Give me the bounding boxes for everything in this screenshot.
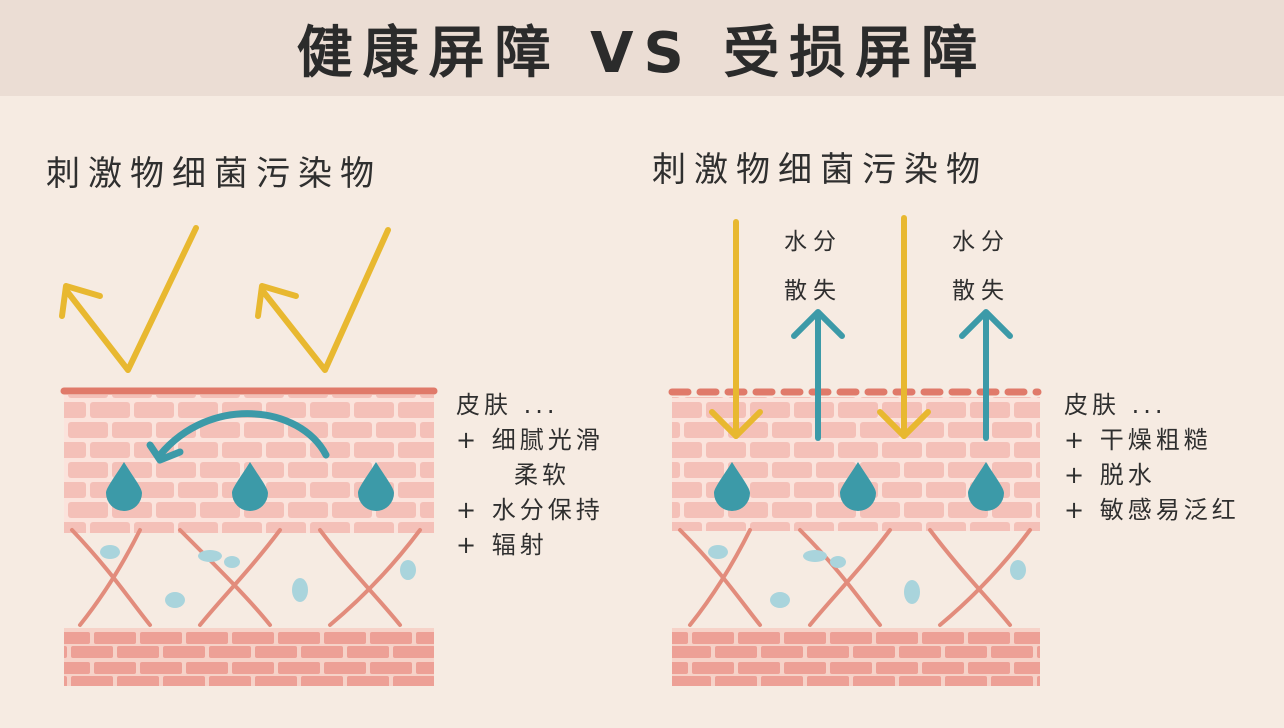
deflect-arrow-icon	[63, 225, 199, 373]
list-item: 柔软	[514, 461, 570, 489]
list-item: + 敏感易泛红	[1064, 496, 1240, 524]
water-loss-label-1: 水分 散失	[784, 218, 842, 316]
water-loss-label-line2: 散失	[952, 278, 1010, 304]
left-water-drops	[106, 462, 394, 511]
list-item: + 脱水	[1064, 461, 1156, 489]
left-deflected-arrows	[59, 225, 391, 373]
water-loss-label-line1: 水分	[952, 229, 1010, 255]
right-penetrating-arrows	[709, 215, 931, 439]
water-drop-icon	[714, 462, 750, 511]
water-drop-icon	[106, 462, 142, 511]
right-lower-bricks	[672, 628, 1040, 686]
moisture-retention-arrow	[156, 410, 330, 459]
left-lower-bricks	[64, 628, 434, 686]
list-item: + 细腻光滑	[456, 426, 604, 454]
water-drop-icon	[358, 462, 394, 511]
water-loss-arrows	[791, 309, 1013, 441]
right-collagen-fibers	[678, 528, 1032, 627]
right-damaged-barrier	[668, 215, 1042, 686]
left-irritants-heading: 刺激物细菌污染物	[46, 154, 382, 194]
skin-list-title: 皮肤 ...	[456, 391, 559, 419]
right-water-drops	[714, 462, 1004, 511]
water-loss-label-2: 水分 散失	[952, 218, 1010, 316]
arrowhead-icon	[255, 283, 299, 319]
list-item: + 辐射	[456, 531, 548, 559]
arrowhead-icon	[59, 283, 103, 319]
water-loss-label-line2: 散失	[784, 278, 842, 304]
page-title: 健康屏障 VS 受损屏障	[296, 20, 988, 86]
right-dermis-dots	[708, 545, 1026, 608]
water-loss-label-line1: 水分	[784, 229, 842, 255]
list-item: + 水分保持	[456, 496, 604, 524]
left-healthy-barrier	[59, 225, 438, 686]
header-bar: 健康屏障 VS 受损屏障	[0, 0, 1284, 96]
list-item: + 干燥粗糙	[1064, 426, 1212, 454]
left-collagen-fibers	[70, 528, 422, 627]
water-drop-icon	[968, 462, 1004, 511]
healthy-skin-list: 皮肤 ... + 细腻光滑 柔软 + 水分保持 + 辐射	[456, 388, 604, 563]
arrowhead-icon	[791, 309, 845, 339]
arrowhead-icon	[709, 409, 763, 439]
arrowhead-icon	[959, 309, 1013, 339]
skin-list-title: 皮肤 ...	[1064, 391, 1167, 419]
arrowhead-icon	[146, 441, 184, 464]
water-drop-icon	[840, 462, 876, 511]
damaged-skin-list: 皮肤 ... + 干燥粗糙 + 脱水 + 敏感易泛红	[1064, 388, 1240, 528]
deflect-arrow-icon	[259, 227, 391, 373]
left-dermis-dots	[100, 545, 416, 608]
arrowhead-icon	[877, 409, 931, 439]
right-irritants-heading: 刺激物细菌污染物	[652, 150, 988, 190]
water-drop-icon	[232, 462, 268, 511]
